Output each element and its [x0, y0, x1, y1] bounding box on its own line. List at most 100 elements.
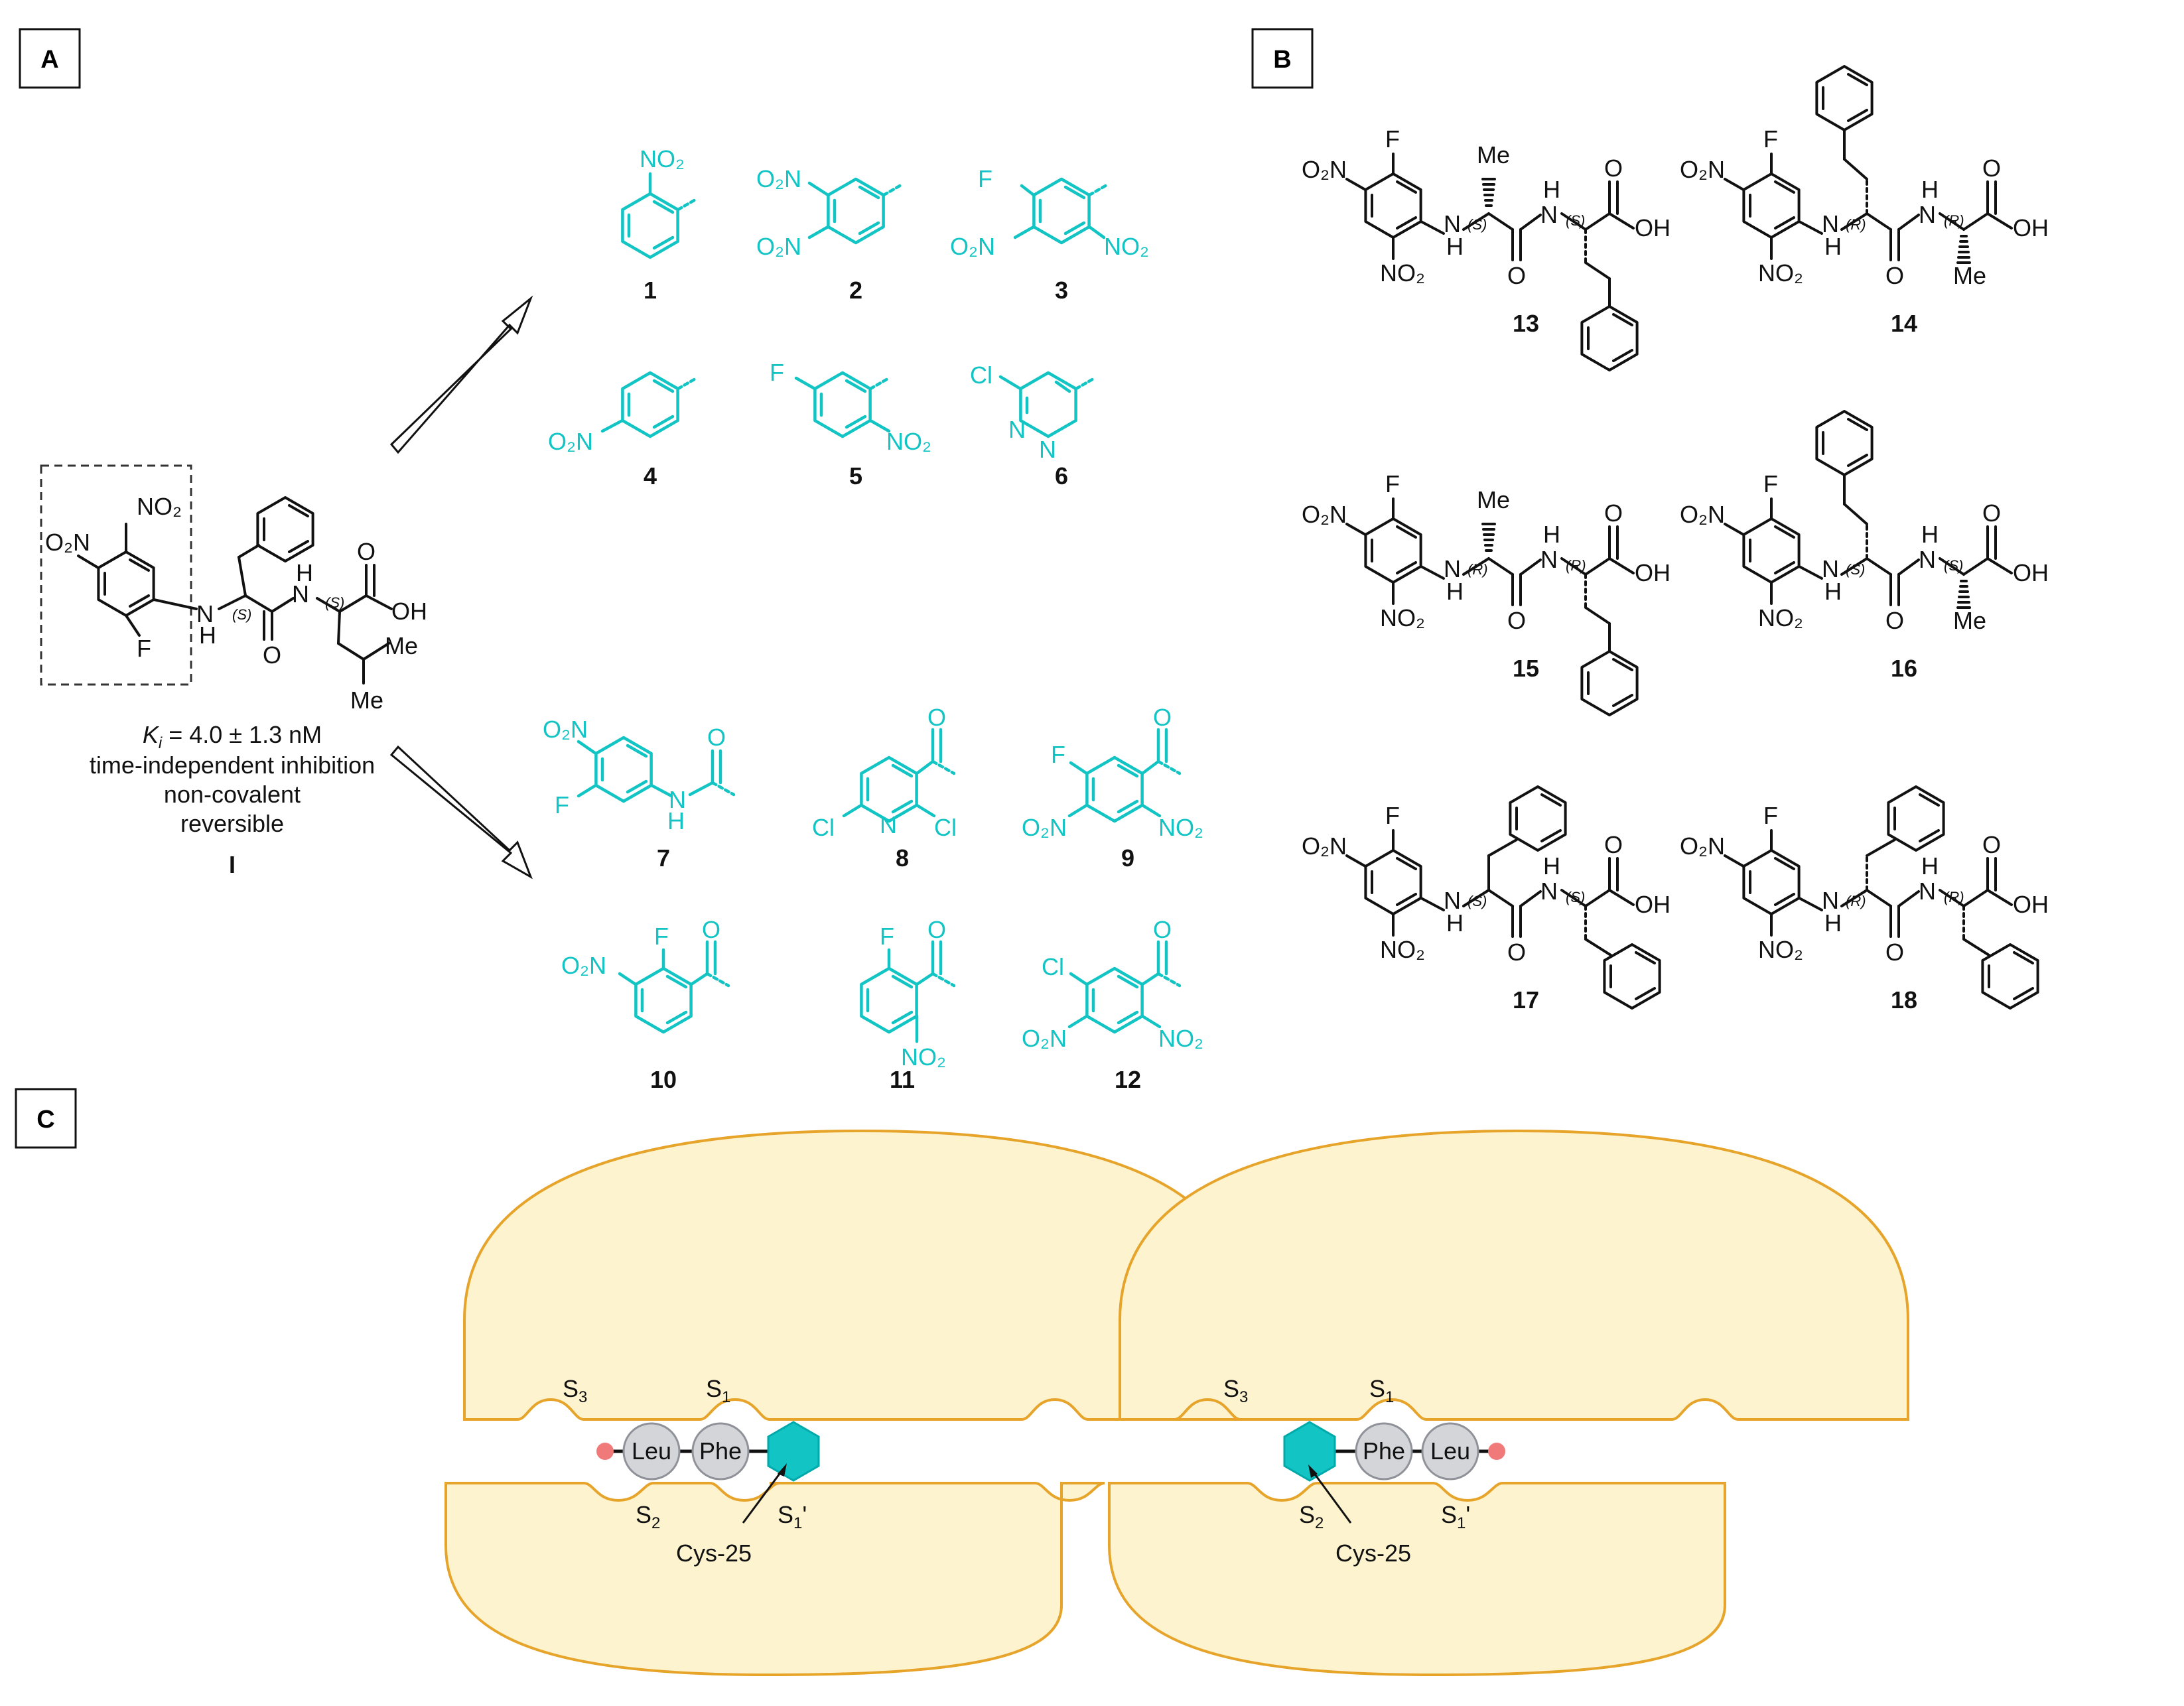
frag2-o2n-2: O₂N: [756, 233, 801, 260]
panel-b-compounds: FO₂NNO₂NH(S)MeONH(S)OOH13FO₂NNO₂NH(R)ONH…: [1302, 65, 2049, 1014]
lead-f: F: [137, 635, 151, 662]
frag6-n2: N: [1039, 436, 1056, 463]
left-cap: [596, 1443, 614, 1460]
lead-o-acid: O: [357, 538, 375, 565]
frag6-cl: Cl: [970, 361, 992, 389]
right-cap: [1488, 1443, 1505, 1460]
frag11-o: O: [927, 916, 946, 943]
cmpd-me-bottom: Me: [1953, 607, 1986, 634]
cmpd-no2: NO₂: [1380, 936, 1425, 963]
frag8-o: O: [927, 704, 946, 731]
frag4-o2n: O₂N: [548, 428, 593, 455]
left-s3: S3: [563, 1375, 587, 1406]
frag5-no2: NO₂: [886, 428, 931, 455]
frag11-f: F: [880, 923, 894, 950]
cmpd-n1: N: [1822, 887, 1839, 914]
cmpd-f: F: [1763, 470, 1778, 497]
cmpd-oh: OH: [2013, 214, 2049, 241]
lead-label: I: [229, 851, 236, 878]
frag2-id: 2: [849, 277, 862, 304]
cmpd-stereo-1: (S): [1846, 561, 1865, 578]
cmpd-stereo-2: (S): [1566, 212, 1585, 229]
lead-me-2: Me: [350, 687, 383, 714]
left-s1: S1: [706, 1375, 730, 1406]
left-s1p-prime: ': [802, 1501, 807, 1528]
cmpd-stereo-2: (S): [1944, 557, 1963, 574]
frag7-f: F: [555, 791, 569, 819]
left-s1-letter: S: [706, 1375, 722, 1402]
cmpd-no2: NO₂: [1758, 936, 1803, 963]
cmpd-o-amide: O: [1885, 607, 1904, 634]
compound-id: 13: [1513, 310, 1539, 337]
lead-note-2: non-covalent: [164, 781, 301, 808]
frag3-o2n: O₂N: [950, 233, 995, 260]
lead-nh-h: H: [199, 622, 216, 649]
pocket-bottom-left-shape: [444, 1482, 1105, 1677]
lead-ki: Ki = 4.0 ± 1.3 nM: [143, 721, 322, 752]
lead-ki-sub: i: [159, 734, 163, 752]
frag3-no2: NO₂: [1104, 233, 1149, 260]
cmpd-oh: OH: [1635, 891, 1671, 918]
right-s1p: S1': [1441, 1501, 1470, 1532]
left-ball-leu: [622, 1422, 681, 1480]
lead-stereo-2: (S): [325, 594, 344, 611]
fragment-2: O₂N O₂N 2: [756, 165, 904, 304]
frag9-f: F: [1051, 741, 1065, 768]
fragment-1: NO₂ 1: [622, 145, 699, 304]
cmpd-o2n: O₂N: [1302, 501, 1347, 528]
frag5-id: 5: [849, 462, 862, 490]
cmpd-o2n: O₂N: [1302, 832, 1347, 860]
cmpd-f: F: [1385, 125, 1400, 153]
left-ball-phe: [691, 1422, 750, 1480]
binding-model-left: S3 S1 S2 S1' Leu Phe Cys-25: [444, 1129, 1249, 1677]
lead-o2n: O₂N: [45, 529, 90, 556]
right-s1p-letter: S: [1441, 1501, 1457, 1528]
cmpd-stereo-1: (S): [1467, 216, 1487, 233]
cmpd-n2: N: [1540, 201, 1558, 228]
cmpd-f: F: [1385, 802, 1400, 829]
cmpd-h2: H: [1921, 176, 1939, 203]
panel-a-box: [19, 28, 81, 89]
frag11-no2: NO₂: [901, 1043, 946, 1071]
cmpd-no2: NO₂: [1758, 259, 1803, 287]
pocket-top-right: [1119, 1129, 1909, 1421]
cmpd-stereo-2: (R): [1944, 889, 1964, 905]
frag10-o2n: O₂N: [561, 952, 606, 979]
right-s1p-prime: ': [1466, 1501, 1470, 1528]
cmpd-f: F: [1763, 802, 1778, 829]
fragment-5: F NO₂ 5: [770, 359, 931, 490]
right-s2-letter: S: [1299, 1501, 1315, 1528]
cmpd-h2: H: [1921, 852, 1939, 880]
right-warhead-hexagon: [1283, 1421, 1336, 1482]
panel-a-label: A: [40, 46, 58, 74]
frag2-o2n-1: O₂N: [756, 165, 801, 192]
right-s3-sub: 3: [1239, 1388, 1248, 1406]
left-s2-letter: S: [636, 1501, 651, 1528]
fragment-9: F O O₂N NO₂ 9: [1022, 704, 1203, 872]
cmpd-n1: N: [1822, 555, 1839, 582]
cmpd-stereo-2: (S): [1566, 889, 1585, 905]
pocket-top-left: [463, 1129, 1249, 1421]
pocket-bottom-right: [1108, 1482, 1726, 1677]
lead-ki-symbol: K: [143, 721, 160, 748]
frag6-id: 6: [1055, 462, 1068, 490]
cmpd-n2: N: [1540, 546, 1558, 573]
cmpd-no2: NO₂: [1380, 259, 1425, 287]
lead-oh: OH: [391, 598, 427, 625]
cmpd-h1: H: [1824, 233, 1842, 260]
cmpd-h1: H: [1446, 233, 1464, 260]
frag8-n: N: [880, 811, 897, 838]
frag7-o: O: [707, 724, 726, 751]
cmpd-stereo-1: (S): [1467, 893, 1487, 909]
frag9-o: O: [1153, 704, 1172, 731]
arrow-down: [389, 745, 533, 880]
panel-c-box: [15, 1088, 77, 1149]
frag1-no2: NO₂: [640, 145, 685, 172]
cmpd-o-acid: O: [1982, 155, 2001, 182]
lead-nh2-n: N: [292, 580, 309, 608]
